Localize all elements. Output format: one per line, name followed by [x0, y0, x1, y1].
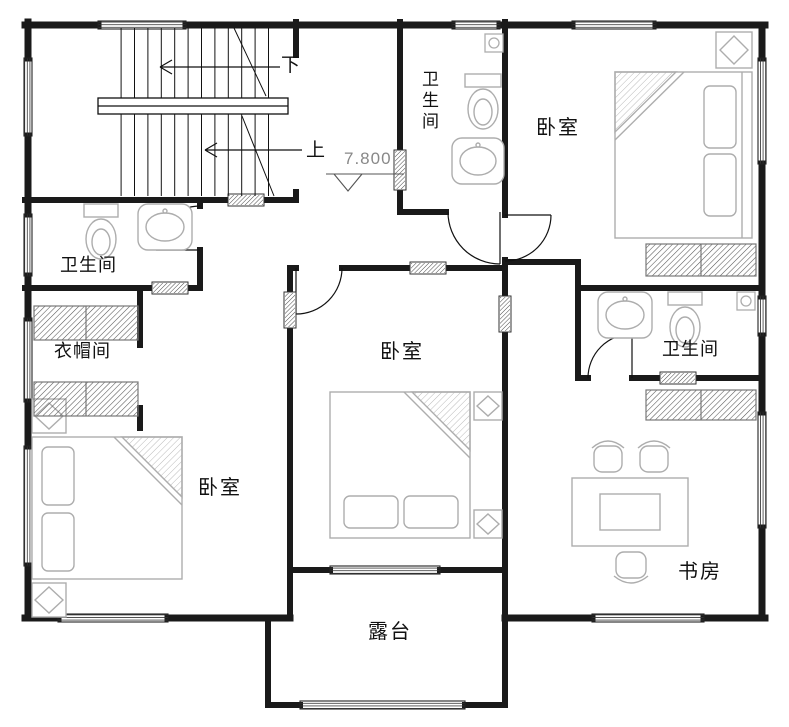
bed-bottom-left: [31, 436, 183, 580]
wall-vent-symbols: [151, 149, 697, 385]
stair-flight-upper: [112, 28, 280, 98]
outer-walls: [21, 18, 769, 622]
chairs-study: [591, 440, 671, 584]
stairs-down-label: 下: [281, 55, 301, 76]
elevation-label: 7.800: [344, 149, 392, 168]
toilet-bathroom-left: [83, 203, 119, 260]
room-label-bedroom-left: 卧室: [198, 477, 242, 499]
terrace-walls: [265, 567, 508, 708]
stair-flight-lower: [112, 114, 280, 196]
floor-drain-bathroom-top: [484, 33, 504, 53]
room-label-bedroom-top-right: 卧室: [536, 117, 580, 139]
toilet-bathroom-right: [667, 291, 703, 348]
sink-bathroom-left: [137, 203, 193, 251]
stair-rail: [97, 97, 289, 115]
bed-center: [329, 391, 471, 539]
room-label-bathroom-right: 卫生间: [662, 339, 719, 359]
nightstand-top-right: [715, 31, 753, 69]
room-label-bedroom-center: 卧室: [380, 341, 424, 363]
sink-bathroom-right: [597, 291, 653, 339]
wardrobe-study: [645, 389, 757, 421]
room-label-bathroom-left: 卫生间: [60, 255, 117, 275]
staircase: [97, 27, 302, 197]
room-label-bathroom-top: 卫生间: [419, 70, 438, 133]
sink-bathroom-top: [451, 137, 505, 185]
room-label-terrace: 露台: [368, 621, 412, 643]
stairs-up-label: 上: [306, 140, 326, 161]
desk-study: [571, 477, 689, 547]
bed-top-right: [614, 71, 753, 239]
toilet-bathroom-top: [464, 73, 502, 130]
stair-break-line: [233, 27, 275, 197]
wardrobe-bedroom-top-right: [645, 243, 757, 277]
windows: [23, 20, 767, 710]
nightstands-center: [473, 391, 503, 539]
wardrobes-cloakroom: [33, 305, 139, 417]
stairs-down-arrow: [159, 59, 280, 75]
room-label-study: 书房: [678, 561, 722, 583]
interior-walls: [22, 19, 765, 621]
floor-drain-bathroom-right: [736, 291, 756, 311]
stairs-up-arrow: [204, 142, 302, 158]
elevation-marker: [326, 173, 404, 192]
room-label-cloakroom: 衣帽间: [54, 341, 111, 361]
